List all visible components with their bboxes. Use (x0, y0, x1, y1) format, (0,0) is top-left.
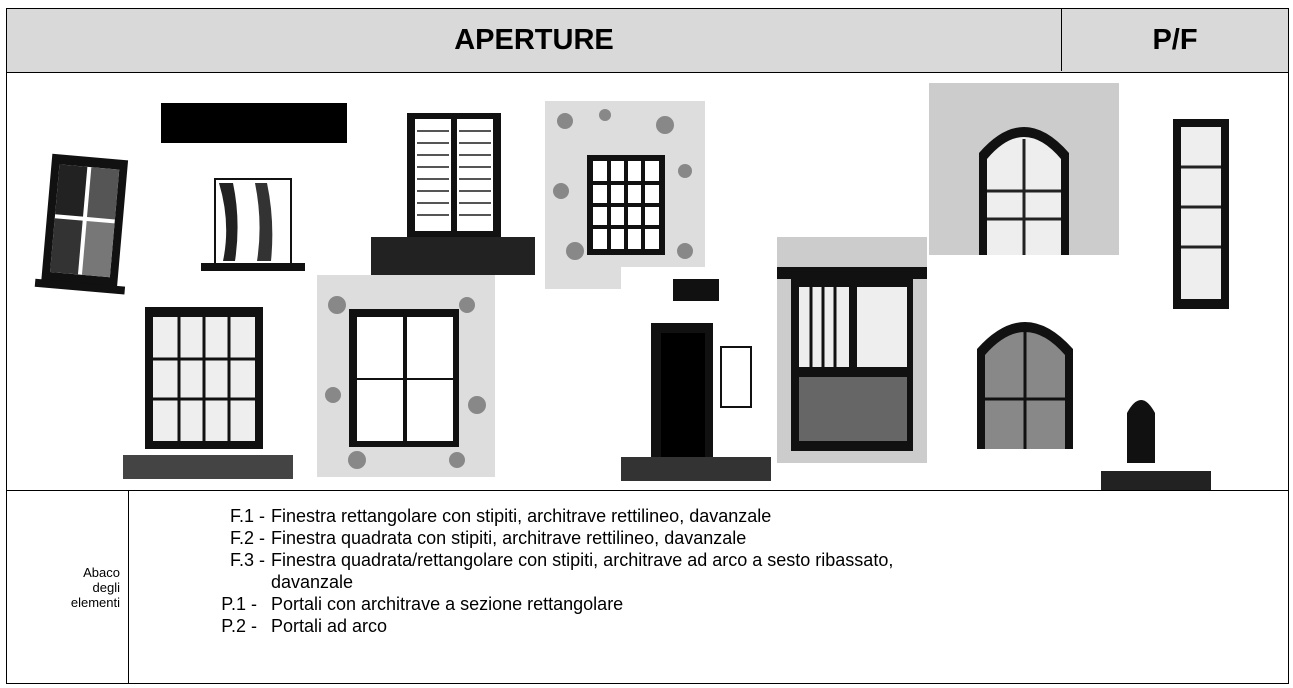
item-text: Portali ad arco (271, 616, 388, 636)
legend-item-p2: P.2 - Portali ad arco (173, 615, 1273, 637)
photo-window-grille-2 (123, 295, 293, 479)
legend-label-line: Abaco (83, 564, 120, 580)
photo-collage (7, 73, 1288, 491)
item-code: P.2 - (221, 616, 257, 636)
photo-window-square (317, 275, 495, 477)
legend-label-line: elementi (70, 594, 120, 610)
photo-arched-door-2 (969, 299, 1081, 449)
sheet-code: P/F (1061, 9, 1288, 71)
item-text: Portali con architrave a sezione rettang… (271, 594, 624, 614)
item-text: Finestra rettangolare con stipiti, archi… (271, 506, 772, 526)
legend-item-f3: F.3 - Finestra quadrata/rettangolare con… (173, 549, 1273, 571)
photo-window-curtain (161, 103, 347, 273)
item-text: Finestra quadrata/rettangolare con stipi… (271, 550, 894, 570)
header-row: APERTURE P/F (7, 9, 1288, 73)
photo-portal-rect (621, 267, 771, 481)
legend-section: Abaco degli elementi F.1 - Finestra rett… (7, 491, 1288, 683)
photo-arched-door-1 (929, 83, 1119, 255)
photo-door-balcony (777, 237, 927, 463)
item-code: F.1 - (229, 506, 265, 526)
photo-tall-door (1119, 97, 1288, 311)
item-text-cont: davanzale (271, 572, 354, 592)
legend-label: Abaco degli elementi (7, 491, 129, 683)
legend-item-p1: P.1 - Portali con architrave a sezione r… (173, 593, 1273, 615)
apertures-sheet: APERTURE P/F (6, 8, 1289, 684)
photo-arch-niche (1101, 363, 1211, 490)
legend-label-line: degli (92, 579, 120, 595)
item-text: Finestra quadrata con stipiti, architrav… (271, 528, 747, 548)
item-code: F.3 - (229, 550, 265, 570)
photo-window-grille (545, 101, 705, 289)
photo-window-rect-1 (7, 117, 167, 317)
legend-items: F.1 - Finestra rettangolare con stipiti,… (173, 505, 1273, 637)
page-title: APERTURE (454, 23, 614, 56)
item-code: F.2 - (229, 528, 265, 548)
legend-item-f1: F.1 - Finestra rettangolare con stipiti,… (173, 505, 1273, 527)
legend-item-f3-cont: davanzale (173, 571, 1273, 593)
legend-item-f2: F.2 - Finestra quadrata con stipiti, arc… (173, 527, 1273, 549)
item-code: P.1 - (221, 594, 257, 614)
photo-window-shutters (371, 95, 535, 275)
